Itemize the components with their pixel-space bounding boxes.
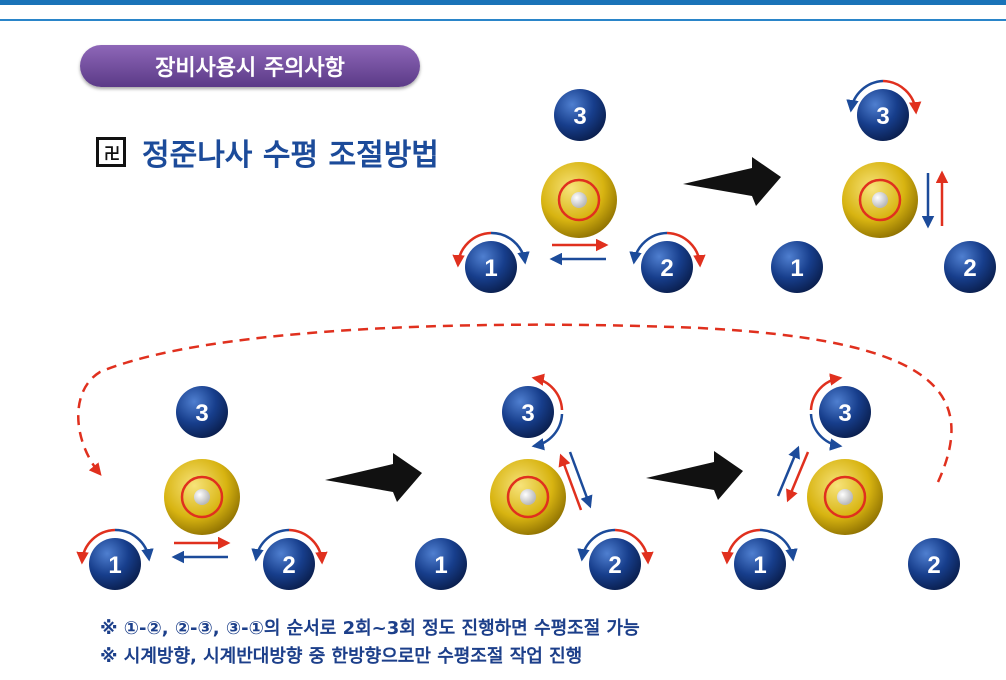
svg-text:3: 3 <box>876 103 889 130</box>
rotation-arrow-red <box>666 231 706 268</box>
direction-arrow-blue <box>776 445 800 497</box>
step-arrow <box>683 157 781 206</box>
rotation-arrow-blue <box>531 413 564 451</box>
screw-2: 2 <box>908 538 960 590</box>
rotation-arrow-blue <box>759 528 798 562</box>
stage-c: 3 1 2 <box>76 386 328 590</box>
rotation-arrow-blue <box>114 528 154 562</box>
bubble-level <box>164 459 240 535</box>
top-accent-bar <box>0 0 1006 5</box>
screw-3: 3 <box>176 386 228 438</box>
title-bullet-icon: 卍 <box>96 137 126 167</box>
stage-b: 3 1 2 <box>771 79 996 293</box>
rotation-arrow-red <box>882 79 922 115</box>
svg-text:3: 3 <box>195 400 208 427</box>
screw-3: 3 <box>819 386 871 438</box>
screw-1: 1 <box>771 241 823 293</box>
svg-text:3: 3 <box>573 103 586 130</box>
bubble-level <box>807 459 883 535</box>
screw-2: 2 <box>641 241 693 293</box>
svg-text:2: 2 <box>963 255 976 282</box>
page-title: 정준나사 수평 조절방법 <box>142 138 439 173</box>
bubble-level <box>541 162 617 238</box>
screw-3: 3 <box>857 89 909 141</box>
bubble-level <box>490 459 566 535</box>
top-accent-line <box>0 19 1006 21</box>
bubble-level <box>842 162 918 238</box>
rotation-arrow-blue <box>490 231 530 265</box>
rotation-arrow-red <box>288 528 328 565</box>
rotation-arrow-red <box>531 373 564 411</box>
rotation-arrow-red <box>452 231 492 268</box>
rotation-arrow-blue <box>809 413 843 451</box>
screw-2: 2 <box>944 241 996 293</box>
rotation-arrow-red <box>721 528 761 565</box>
svg-text:2: 2 <box>660 255 673 282</box>
return-dashed-arrow <box>77 323 953 483</box>
stage-a: 3 1 2 <box>452 89 706 293</box>
svg-text:2: 2 <box>282 552 295 579</box>
svg-text:3: 3 <box>838 400 851 427</box>
svg-text:1: 1 <box>484 255 497 282</box>
screw-1: 1 <box>734 538 786 590</box>
direction-arrow-red <box>786 451 810 503</box>
rotation-arrow-red <box>76 528 116 565</box>
stage-e: 3 1 2 <box>721 373 960 590</box>
svg-text:1: 1 <box>434 552 447 579</box>
direction-arrow-blue <box>568 451 593 509</box>
section-badge-label: 장비사용시 주의사항 <box>155 56 345 81</box>
rotation-arrow-blue <box>577 528 616 562</box>
note-sequence: ※ ①-②, ②-③, ③-①의 순서로 2회~3회 정도 진행하면 수평조절 … <box>100 618 640 639</box>
note-direction: ※ 시계방향, 시계반대방향 중 한방향으로만 수평조절 작업 진행 <box>100 646 583 667</box>
svg-text:2: 2 <box>608 552 621 579</box>
rotation-arrow-blue <box>629 231 668 265</box>
step-arrow <box>646 451 743 500</box>
svg-text:3: 3 <box>521 400 534 427</box>
stage-d: 3 1 2 <box>415 373 654 590</box>
svg-text:1: 1 <box>790 255 803 282</box>
rotation-arrow-red <box>809 373 843 411</box>
svg-text:1: 1 <box>753 552 766 579</box>
svg-text:1: 1 <box>108 552 121 579</box>
rotation-arrow-blue <box>251 528 290 562</box>
rotation-arrow-red <box>614 528 654 565</box>
screw-2: 2 <box>589 538 641 590</box>
screw-3: 3 <box>554 89 606 141</box>
direction-arrow-red <box>558 453 583 511</box>
rotation-arrow-red <box>528 376 531 378</box>
screw-3: 3 <box>502 386 554 438</box>
section-badge: 장비사용시 주의사항 <box>80 45 420 87</box>
rotation-arrow-blue <box>846 79 884 113</box>
screw-1: 1 <box>415 538 467 590</box>
screw-1: 1 <box>89 538 141 590</box>
svg-text:2: 2 <box>927 552 940 579</box>
title-row: 卍 정준나사 수평 조절방법 <box>96 130 439 174</box>
screw-2: 2 <box>263 538 315 590</box>
screw-1: 1 <box>465 241 517 293</box>
step-arrow <box>325 453 422 502</box>
